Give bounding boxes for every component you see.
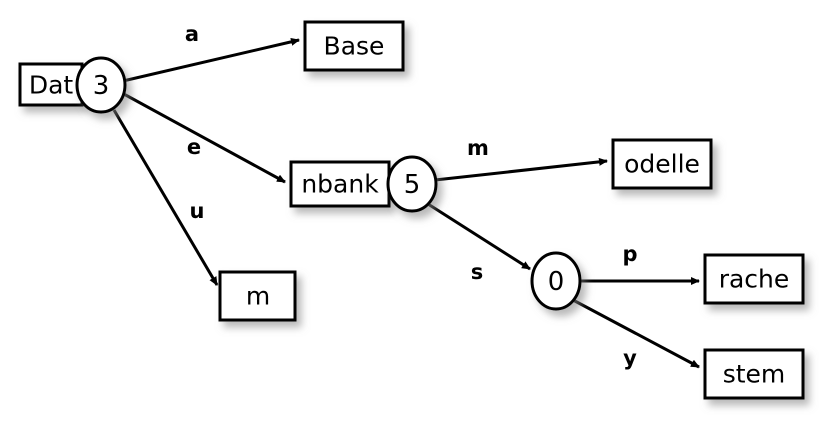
- node-dat-label: Dat: [29, 71, 74, 100]
- edge-label-s: s: [471, 260, 484, 284]
- node-three-ellipse[interactable]: [75, 56, 127, 114]
- node-odelle-label: odelle: [624, 150, 700, 179]
- node-nbank-label: nbank: [301, 170, 379, 199]
- nodes-layer: Dat 3 Base nbank 5 od: [18, 20, 805, 400]
- node-zero-label: 0: [548, 267, 565, 297]
- node-odelle-rect[interactable]: [611, 138, 713, 190]
- node-m-box[interactable]: m: [218, 270, 297, 322]
- node-stem-rect[interactable]: [703, 348, 805, 400]
- edges-layer: [112, 37, 700, 369]
- node-five-ellipse[interactable]: [386, 155, 438, 213]
- node-odelle[interactable]: odelle: [611, 138, 713, 190]
- node-dat[interactable]: Dat: [18, 62, 84, 107]
- edge-label-e: e: [187, 135, 201, 159]
- node-base-label: Base: [324, 32, 385, 61]
- edge-label-m: m: [467, 136, 489, 160]
- node-five[interactable]: 5: [386, 155, 438, 213]
- node-m-box-label: m: [246, 282, 270, 311]
- edge-a-line: [122, 37, 300, 83]
- node-rache-label: rache: [719, 265, 790, 294]
- edge-labels-layer: a e u m s p y: [185, 22, 638, 370]
- node-base[interactable]: Base: [303, 20, 405, 72]
- edge-y-line: [572, 298, 700, 369]
- node-dat-rect[interactable]: [18, 62, 84, 107]
- node-m-box-rect[interactable]: [218, 270, 297, 322]
- edge-label-u: u: [190, 199, 205, 223]
- node-zero[interactable]: 0: [530, 251, 582, 311]
- edge-label-p: p: [622, 242, 637, 266]
- edge-label-y: y: [623, 346, 637, 370]
- node-five-label: 5: [404, 170, 421, 200]
- edge-label-a: a: [185, 22, 199, 46]
- node-three[interactable]: 3: [75, 56, 127, 114]
- edge-s-line: [427, 202, 531, 271]
- node-base-rect[interactable]: [303, 20, 405, 72]
- edge-u-line: [112, 109, 219, 286]
- node-rache-rect[interactable]: [703, 253, 805, 305]
- node-stem[interactable]: stem: [703, 348, 805, 400]
- node-nbank[interactable]: nbank: [289, 160, 391, 208]
- edge-e-line: [121, 91, 286, 184]
- node-nbank-rect[interactable]: [289, 160, 391, 208]
- node-stem-label: stem: [723, 360, 786, 389]
- node-rache[interactable]: rache: [703, 253, 805, 305]
- node-three-label: 3: [93, 71, 110, 101]
- node-zero-ellipse[interactable]: [530, 251, 582, 311]
- edge-m-line: [434, 157, 608, 182]
